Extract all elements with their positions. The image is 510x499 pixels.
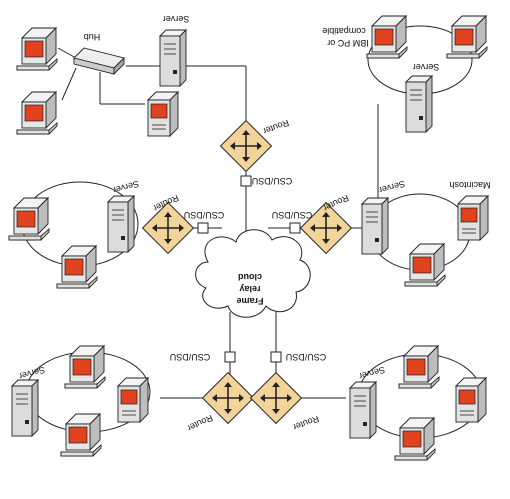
cloud-label-line3: cloud bbox=[238, 272, 262, 282]
label-server-right: Server bbox=[378, 179, 406, 196]
server-left bbox=[107, 195, 135, 253]
cloud-label-line1: Frame bbox=[236, 296, 263, 306]
hub-device bbox=[73, 47, 125, 76]
pc-right bbox=[404, 243, 446, 287]
pc-top-left-2 bbox=[16, 91, 58, 135]
label-server-bottom-left: Server bbox=[18, 365, 46, 382]
server-right bbox=[361, 197, 389, 255]
pc-left-2 bbox=[56, 245, 98, 289]
label-macintosh: Macintosh bbox=[449, 180, 490, 190]
label-router-bottom-right: Router bbox=[292, 414, 321, 433]
label-csu-dsu-top: CSU/DSU bbox=[252, 176, 293, 186]
csu-dsu-box-right bbox=[289, 222, 301, 234]
csu-dsu-box-top bbox=[240, 175, 252, 187]
label-csu-dsu-bottom-left: CSU/DSU bbox=[170, 352, 211, 362]
router-bottom-right bbox=[249, 371, 303, 425]
server-bottom-right bbox=[349, 381, 377, 439]
pc-left-1 bbox=[8, 197, 50, 241]
mac-bottom-right bbox=[455, 377, 487, 423]
mac-right bbox=[457, 195, 489, 241]
label-server-top-left: Server bbox=[163, 14, 190, 24]
label-csu-dsu-right: CSU/DSU bbox=[272, 210, 313, 220]
label-csu-dsu-bottom-right: CSU/DSU bbox=[286, 352, 327, 362]
label-server-bottom-right: Server bbox=[358, 365, 386, 382]
pc-bottom-left-2 bbox=[60, 413, 102, 457]
pc-bottom-left-1 bbox=[64, 345, 106, 389]
csu-dsu-box-bottom-left bbox=[224, 351, 236, 363]
label-csu-dsu-left: CSU/DSU bbox=[184, 210, 225, 220]
pc-top-left-1 bbox=[16, 27, 58, 71]
label-hub: Hub bbox=[84, 32, 101, 42]
label-server-left: Server bbox=[112, 179, 140, 196]
pc-bottom-right-1 bbox=[398, 345, 440, 389]
label-router-top: Router bbox=[262, 118, 291, 137]
server-top-left bbox=[159, 29, 187, 87]
mac-bottom-left bbox=[117, 377, 149, 423]
server-top-right bbox=[405, 75, 433, 133]
label-router-right: Router bbox=[322, 193, 351, 213]
mac-top-left bbox=[147, 91, 179, 137]
label-ibm-pc-line2: compatible bbox=[322, 26, 366, 36]
frame-relay-cloud: Frame relay cloud bbox=[195, 229, 311, 318]
label-ibm-pc-line1: IBM PC or bbox=[327, 38, 369, 48]
server-bottom-left bbox=[11, 379, 39, 437]
label-server-top-right: Server bbox=[413, 62, 440, 72]
label-router-bottom-left: Router bbox=[186, 413, 215, 433]
pc-top-right-1 bbox=[366, 15, 408, 59]
pc-bottom-right-2 bbox=[394, 417, 436, 461]
csu-dsu-box-left bbox=[197, 222, 209, 234]
pc-top-right-2 bbox=[446, 15, 488, 59]
csu-dsu-box-bottom-right bbox=[270, 351, 282, 363]
cloud-label-line2: relay bbox=[239, 284, 260, 294]
